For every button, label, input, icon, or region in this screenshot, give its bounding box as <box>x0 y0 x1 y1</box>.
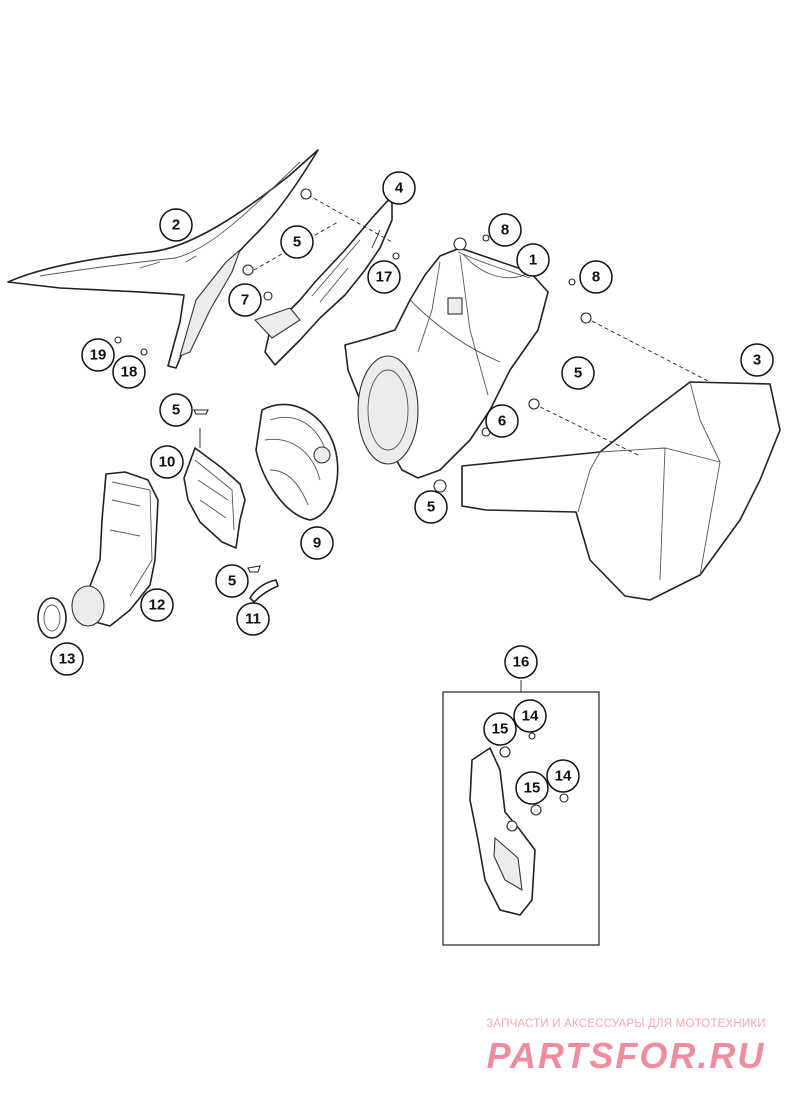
airbox-housing-part <box>344 247 549 479</box>
site-watermark: ЗАПЧАСТИ И АКСЕССУАРЫ ДЛЯ МОТОТЕХНИКИ PA… <box>466 1018 786 1080</box>
svg-text:9: 9 <box>313 535 321 552</box>
svg-text:6: 6 <box>498 413 506 430</box>
svg-text:3: 3 <box>753 352 761 369</box>
watermark-logo-text: PARTSFOR.RU <box>487 1035 766 1076</box>
svg-text:17: 17 <box>376 269 393 286</box>
svg-text:5: 5 <box>427 499 435 516</box>
svg-text:1: 1 <box>529 252 537 269</box>
svg-text:8: 8 <box>592 269 600 286</box>
svg-text:12: 12 <box>149 597 166 614</box>
callout-19: 19 <box>81 338 115 372</box>
callout-14-a: 14 <box>513 699 547 733</box>
intake-boot-part <box>71 471 159 627</box>
callout-10: 10 <box>150 445 184 479</box>
callout-8-b: 8 <box>579 260 613 294</box>
svg-text:10: 10 <box>159 454 176 471</box>
callout-12: 12 <box>140 588 174 622</box>
callout-15-a: 15 <box>483 712 517 746</box>
callout-15-b: 15 <box>515 771 549 805</box>
callout-14-b: 14 <box>546 759 580 793</box>
svg-text:11: 11 <box>245 611 261 628</box>
callout-2: 2 <box>159 208 193 242</box>
svg-text:13: 13 <box>59 651 76 668</box>
callout-17: 17 <box>367 260 401 294</box>
callout-18: 18 <box>112 355 146 389</box>
callout-11: 11 <box>236 602 270 636</box>
svg-text:14: 14 <box>555 768 572 785</box>
svg-text:5: 5 <box>293 234 301 251</box>
svg-text:2: 2 <box>172 217 180 234</box>
svg-text:5: 5 <box>228 573 236 590</box>
svg-text:19: 19 <box>90 347 107 364</box>
svg-text:14: 14 <box>522 708 539 725</box>
callout-1: 1 <box>516 243 550 277</box>
watermark-logo: PARTSFOR.RU <box>487 1035 766 1076</box>
svg-text:4: 4 <box>395 180 404 197</box>
leader-lines <box>253 194 711 457</box>
callout-16: 16 <box>504 645 538 679</box>
callout-4: 4 <box>382 171 416 205</box>
svg-text:8: 8 <box>501 222 509 239</box>
left-side-panel-part <box>7 149 319 369</box>
kit-16-box <box>442 680 600 946</box>
callout-5-c: 5 <box>159 393 193 427</box>
callout-5-a: 5 <box>280 225 314 259</box>
callout-5-e: 5 <box>215 564 249 598</box>
svg-text:15: 15 <box>492 721 509 738</box>
svg-text:15: 15 <box>524 780 541 797</box>
inner-cover-part <box>254 195 393 366</box>
svg-text:7: 7 <box>241 292 249 309</box>
clamp-ring-part <box>37 597 67 639</box>
callout-5-b: 5 <box>561 356 595 390</box>
right-side-panel-part <box>461 381 781 601</box>
watermark-caption: ЗАПЧАСТИ И АКСЕССУАРЫ ДЛЯ МОТОТЕХНИКИ <box>486 1018 766 1030</box>
clip-part <box>249 579 279 603</box>
callout-8-a: 8 <box>488 213 522 247</box>
callout-7: 7 <box>228 283 262 317</box>
filter-cage-part <box>183 428 246 549</box>
callout-3: 3 <box>740 343 774 377</box>
callout-13: 13 <box>50 642 84 676</box>
svg-text:5: 5 <box>574 365 582 382</box>
callout-5-d: 5 <box>414 490 448 524</box>
fasteners <box>114 188 592 816</box>
svg-text:18: 18 <box>121 364 138 381</box>
svg-text:5: 5 <box>172 402 180 419</box>
filter-cover-part <box>255 403 339 521</box>
callout-6: 6 <box>485 404 519 438</box>
svg-text:16: 16 <box>513 654 530 671</box>
callout-9: 9 <box>300 526 334 560</box>
